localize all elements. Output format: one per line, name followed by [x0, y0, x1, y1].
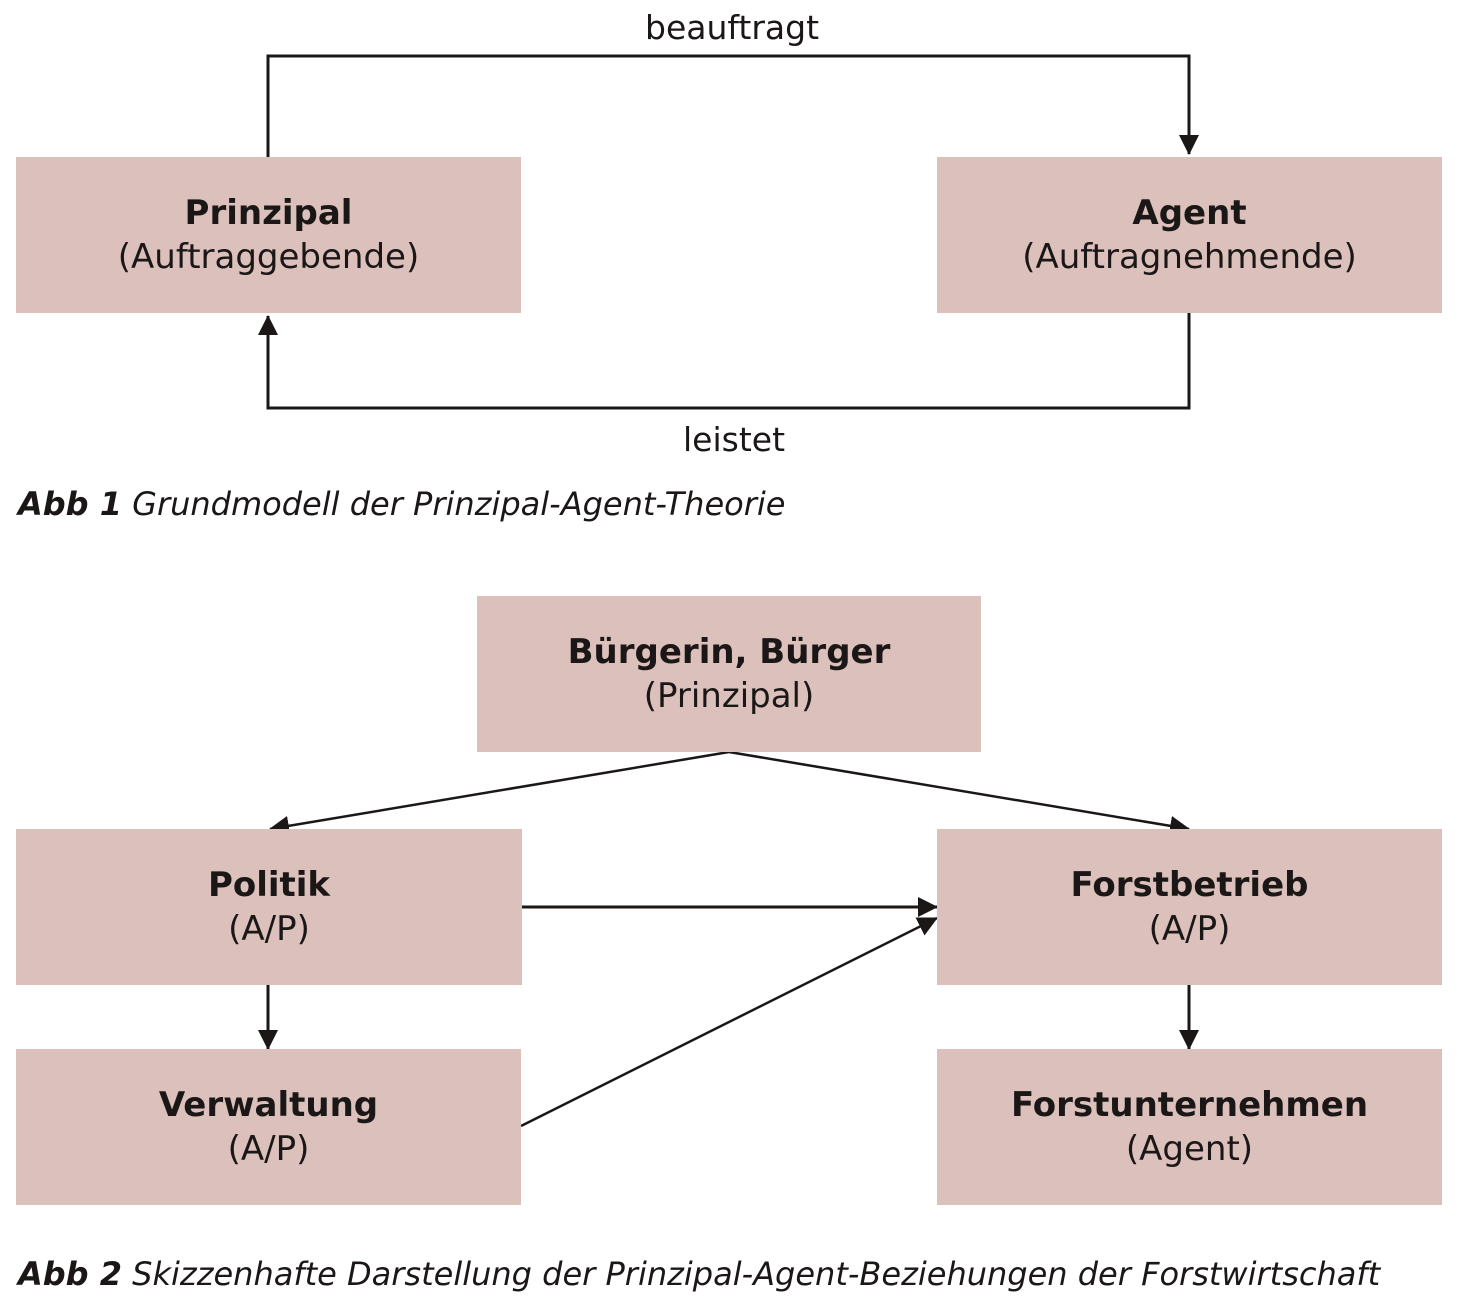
node-politics-title: Politik [207, 865, 331, 905]
node-forestry-subtitle: (A/P) [1148, 909, 1231, 949]
node-principal-subtitle: (Auftraggebende) [117, 237, 420, 277]
arrow-citizen-to-forestry [728, 750, 1190, 836]
node-administration-title: Verwaltung [158, 1085, 379, 1125]
node-administration-subtitle: (A/P) [227, 1129, 310, 1169]
arrow-leistet [258, 313, 1191, 410]
node-agent-title: Agent [1132, 193, 1247, 233]
node-principal: Prinzipal (Auftraggebende) [16, 157, 521, 313]
arrow-beauftragt [266, 54, 1199, 157]
caption-figure1: Abb 1 Grundmodell der Prinzipal-Agent-Th… [18, 484, 785, 524]
caption-figure1-text: Grundmodell der Prinzipal-Agent-Theorie [132, 485, 786, 523]
node-politics-subtitle: (A/P) [228, 909, 310, 949]
node-politics: Politik (A/P) [16, 829, 522, 985]
label-leistet: leistet [683, 420, 786, 459]
node-principal-title: Prinzipal [184, 193, 353, 233]
node-agent: Agent (Auftragnehmende) [937, 157, 1442, 313]
node-citizen-subtitle: (Prinzipal) [643, 676, 815, 716]
caption-figure1-prefix: Abb 1 [18, 485, 122, 523]
node-citizen: Bürgerin, Bürger (Prinzipal) [477, 596, 981, 752]
caption-figure2: Abb 2 Skizzenhafte Darstellung der Prinz… [18, 1254, 1380, 1294]
node-forestry: Forstbetrieb (A/P) [937, 829, 1442, 985]
node-contractor: Forstunternehmen (Agent) [937, 1049, 1442, 1205]
node-administration: Verwaltung (A/P) [16, 1049, 521, 1205]
arrow-citizen-to-politics [269, 750, 730, 836]
caption-figure2-prefix: Abb 2 [18, 1255, 122, 1293]
caption-figure2-text: Skizzenhafte Darstellung der Prinzipal-A… [132, 1255, 1381, 1293]
node-contractor-subtitle: (Agent) [1125, 1129, 1254, 1169]
node-citizen-title: Bürgerin, Bürger [567, 632, 891, 672]
node-agent-subtitle: (Auftragnehmende) [1022, 237, 1357, 277]
node-contractor-title: Forstunternehmen [1010, 1085, 1369, 1125]
label-beauftragt: beauftragt [645, 8, 820, 47]
node-forestry-title: Forstbetrieb [1070, 865, 1309, 905]
arrow-administration-to-forestry [520, 916, 938, 1128]
